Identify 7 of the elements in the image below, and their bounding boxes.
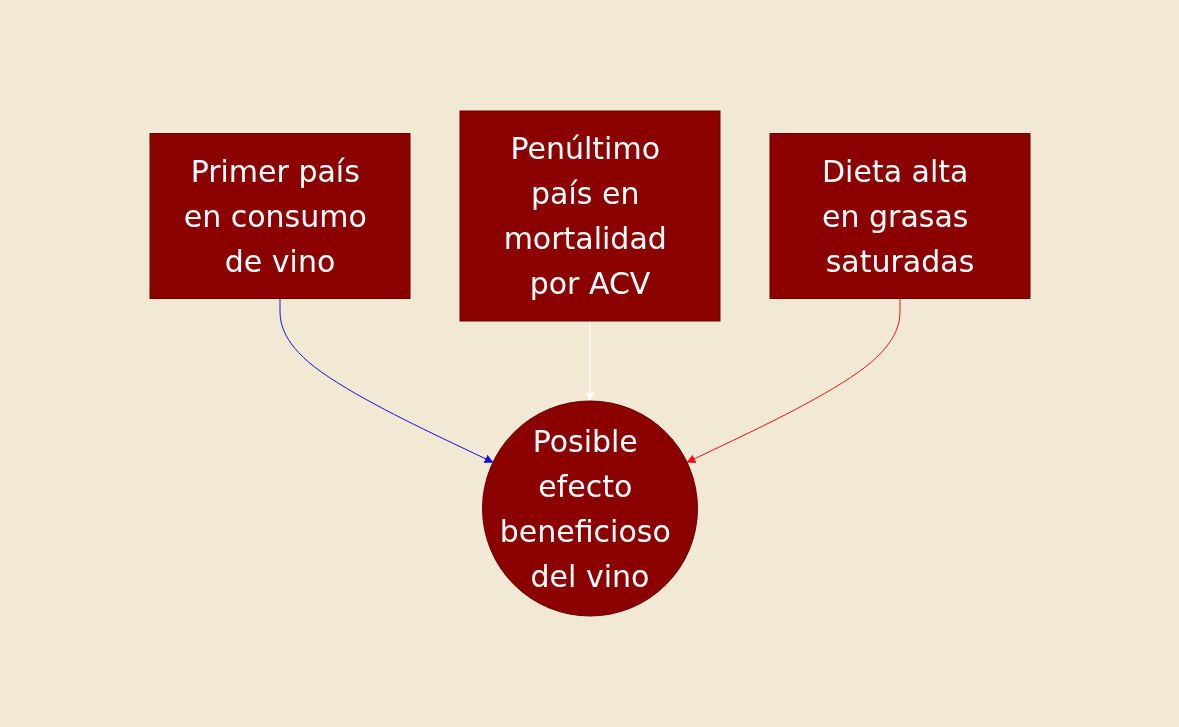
arrow — [686, 298, 900, 463]
arrow — [585, 320, 594, 402]
node-box: Dieta alta en grasas saturadas — [769, 133, 1030, 299]
node-circle: Posible efecto beneficioso del vino — [481, 400, 698, 617]
node-box: Penúltimo país en mortalidad por ACV — [459, 110, 720, 322]
arrow — [279, 298, 493, 463]
node-box: Primer país en consumo de vino — [149, 133, 410, 299]
